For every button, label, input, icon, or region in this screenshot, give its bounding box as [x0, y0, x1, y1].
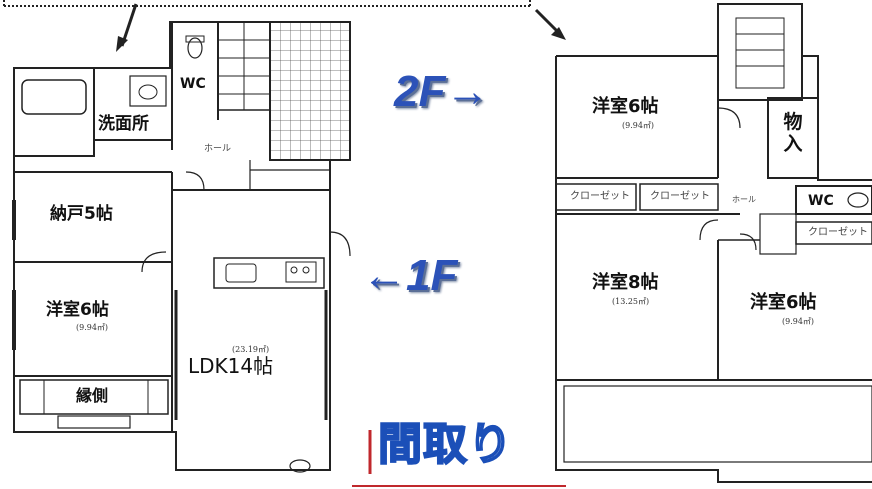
second-floor-walls — [555, 3, 872, 483]
washroom-label: 洗面所 — [98, 114, 149, 134]
storage-label-text: 物入 — [783, 111, 803, 155]
pointer-line — [3, 0, 531, 7]
wc-label-1f: WC — [180, 76, 206, 92]
room-right-label-2f: 洋室6帖 — [750, 292, 817, 313]
first-floor-walls — [12, 21, 351, 473]
western-room-label-1f: 洋室6帖 — [46, 300, 109, 320]
arrow-down-left-icon — [116, 3, 138, 52]
room-top-area-2f: (9.94㎡) — [622, 121, 655, 130]
entrance-tile-area — [269, 21, 351, 161]
wc-label-2f: WC — [808, 193, 834, 209]
second-floor-label: 2F→ — [394, 67, 490, 116]
room-8-area: (13.25㎡) — [612, 297, 650, 306]
hall-label-2f: ホール — [732, 195, 756, 204]
arrow-down-right-icon — [534, 8, 566, 40]
veranda-label: 縁側 — [76, 386, 109, 405]
ldk-label: LDK14帖 — [188, 354, 274, 378]
room-right-area-2f: (9.94㎡) — [782, 317, 815, 326]
hall-label-1f: ホール — [204, 144, 232, 154]
room-top-label-2f: 洋室6帖 — [592, 96, 659, 117]
closet-right-label: クローゼット — [808, 227, 868, 238]
closet-mid-label: クローゼット — [650, 191, 710, 202]
madori-title-text: 間取り — [377, 419, 513, 470]
western-room-area-1f: (9.94㎡) — [76, 323, 109, 332]
storage-room-label: 納戸5帖 — [50, 204, 113, 224]
madori-title: 間取り — [370, 419, 550, 473]
storage-label-2f: 物入 — [780, 111, 806, 156]
room-8-label: 洋室8帖 — [592, 272, 659, 293]
ldk-area: (23.19㎡) — [232, 345, 270, 354]
first-floor-label: ←1F — [362, 251, 458, 300]
closet-left-label: クローゼット — [570, 191, 630, 202]
